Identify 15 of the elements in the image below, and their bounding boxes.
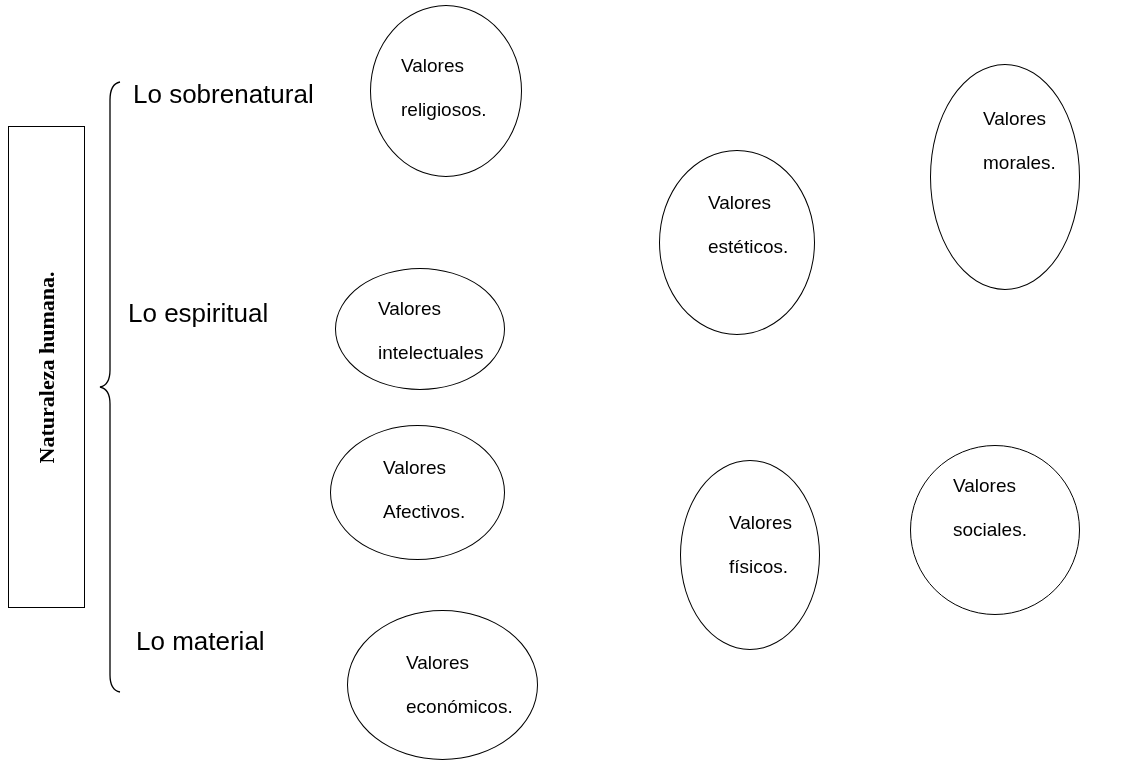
- value-text: Valores sociales.: [953, 474, 1028, 542]
- value-ellipse: [659, 150, 815, 335]
- value-text: Valores religiosos.: [401, 54, 488, 122]
- value-text: Valores Afectivos.: [383, 456, 467, 524]
- value-text: Valores físicos.: [729, 511, 793, 579]
- value-ellipse: [330, 425, 505, 560]
- value-text: Valores económicos.: [406, 651, 514, 719]
- category-label: Lo sobrenatural: [133, 78, 314, 111]
- vertical-title: Naturaleza humana.: [33, 271, 60, 463]
- value-text: Valores intelectuales: [378, 297, 485, 365]
- value-text: Valores estéticos.: [708, 191, 790, 259]
- value-text: Valores morales.: [983, 107, 1057, 175]
- category-label: Lo espiritual: [128, 297, 269, 330]
- title-box: [8, 126, 85, 608]
- category-label: Lo material: [136, 625, 265, 658]
